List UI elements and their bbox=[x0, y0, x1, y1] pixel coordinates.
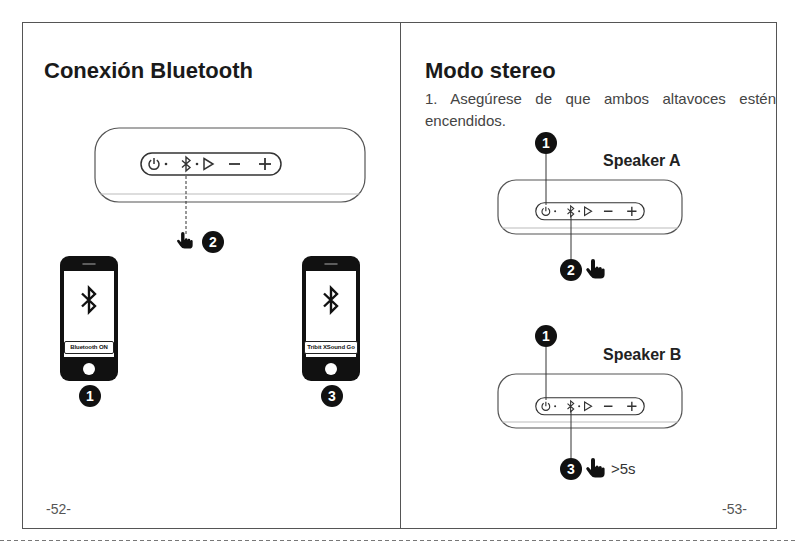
callout-number: 3 bbox=[560, 458, 582, 480]
page-title: Conexión Bluetooth bbox=[44, 58, 253, 84]
leader-line bbox=[571, 411, 572, 458]
instruction-text: 1. Asegúrese de que ambos altavoces esté… bbox=[425, 88, 776, 132]
callout-number: 2 bbox=[560, 259, 582, 281]
speaker-left bbox=[95, 128, 365, 202]
callout-number: 1 bbox=[535, 132, 557, 154]
hand-icon bbox=[586, 259, 604, 279]
duration-note: >5s bbox=[611, 460, 636, 477]
callout-circle bbox=[321, 385, 343, 407]
callout-circle bbox=[535, 132, 557, 154]
speaker-label: Speaker A bbox=[603, 152, 681, 170]
callout-number: 2 bbox=[202, 231, 224, 253]
cut-line bbox=[0, 540, 795, 541]
callout-circle bbox=[560, 458, 582, 480]
hand-icon bbox=[586, 458, 604, 478]
page-title: Modo stereo bbox=[425, 58, 556, 84]
leader-line bbox=[546, 154, 547, 205]
screen-label-box: Tribit XSound Go bbox=[304, 341, 358, 354]
phone-right bbox=[302, 256, 360, 381]
callout-circle bbox=[535, 325, 557, 347]
callout-number: 3 bbox=[321, 385, 343, 407]
callout-number: 1 bbox=[535, 325, 557, 347]
leader-line bbox=[546, 347, 547, 400]
callout-circle bbox=[79, 385, 101, 407]
leader-line bbox=[571, 216, 572, 259]
page-divider bbox=[400, 22, 401, 529]
phone-left bbox=[60, 256, 118, 381]
callout-circle bbox=[560, 259, 582, 281]
screen-label-text: Bluetooth ON bbox=[70, 344, 107, 351]
speaker-b bbox=[498, 374, 682, 428]
screen-label-text: Tribit XSound Go bbox=[307, 344, 354, 351]
hand-icon bbox=[177, 232, 193, 249]
callout-circle bbox=[202, 231, 224, 253]
speaker-label: Speaker B bbox=[603, 346, 681, 364]
page-number: -53- bbox=[722, 501, 747, 517]
page-number: -52- bbox=[46, 501, 71, 517]
page-border bbox=[23, 23, 777, 529]
screen-label-box: Bluetooth ON bbox=[64, 341, 114, 354]
leader-line bbox=[186, 176, 187, 234]
speaker-a bbox=[498, 180, 682, 234]
callout-number: 1 bbox=[79, 385, 101, 407]
